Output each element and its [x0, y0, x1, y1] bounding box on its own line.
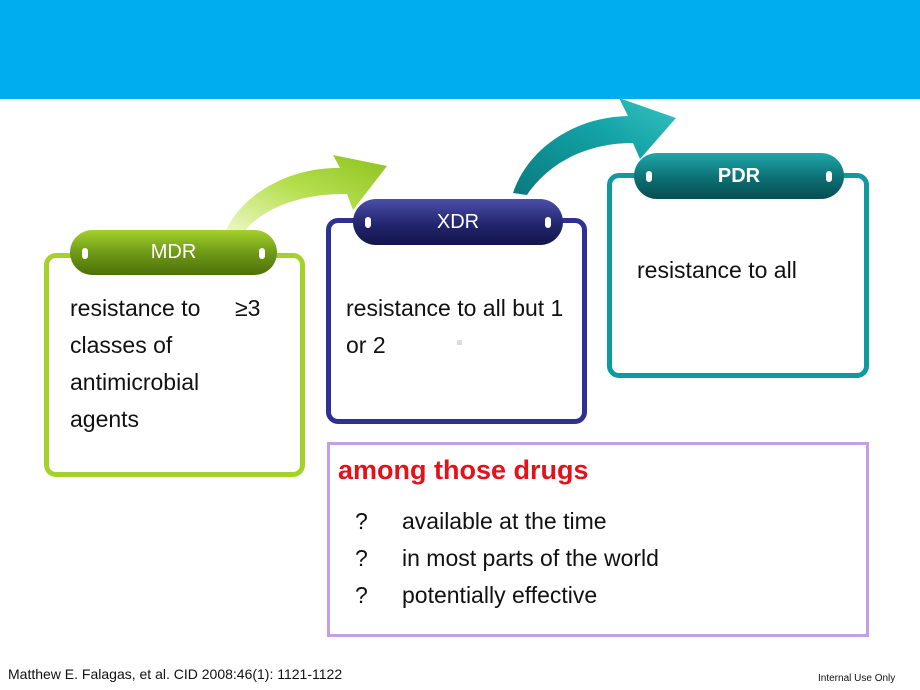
- classification-label: Internal Use Only: [818, 673, 896, 684]
- xdr-label-pill: XDR: [353, 199, 563, 245]
- mdr-threshold: ≥3: [235, 295, 261, 321]
- list-marker: ?: [355, 545, 368, 571]
- rivet-icon: [646, 171, 652, 182]
- list-marker: ?: [355, 508, 368, 534]
- pdr-label-pill: PDR: [634, 153, 844, 199]
- pdr-box: [607, 173, 869, 378]
- rivet-icon: [545, 217, 551, 228]
- rivet-icon: [259, 247, 265, 259]
- rivet-icon: [82, 247, 88, 259]
- xdr-description: resistance to all but 1 or 2: [346, 295, 564, 358]
- list-item: ? available at the time: [355, 503, 659, 540]
- citation: Matthew E. Falagas, et al. CID 2008:46(1…: [8, 666, 343, 682]
- xdr-box: [326, 218, 587, 424]
- list-item-text: potentially effective: [402, 582, 598, 608]
- pdr-description: resistance to all: [637, 257, 797, 283]
- mdr-description: resistance to classes of antimicrobial a…: [70, 295, 201, 432]
- xdr-label: XDR: [436, 210, 480, 233]
- rivet-icon: [826, 171, 832, 182]
- mdr-box: [44, 253, 305, 477]
- list-item-text: available at the time: [402, 508, 607, 534]
- list-item: ? potentially effective: [355, 577, 659, 614]
- mdr-label: MDR: [150, 241, 197, 263]
- note-box: [327, 442, 869, 637]
- mdr-label-pill: MDR: [70, 230, 277, 275]
- header-band: [0, 0, 920, 99]
- list-item-text: in most parts of the world: [402, 545, 659, 571]
- xdr-marker-dot: [457, 340, 462, 345]
- pdr-label: PDR: [717, 164, 761, 187]
- list-marker: ?: [355, 582, 368, 608]
- note-list: ? available at the time ? in most parts …: [355, 503, 659, 614]
- rivet-icon: [365, 217, 371, 228]
- list-item: ? in most parts of the world: [355, 540, 659, 577]
- note-title: among those drugs: [338, 455, 589, 485]
